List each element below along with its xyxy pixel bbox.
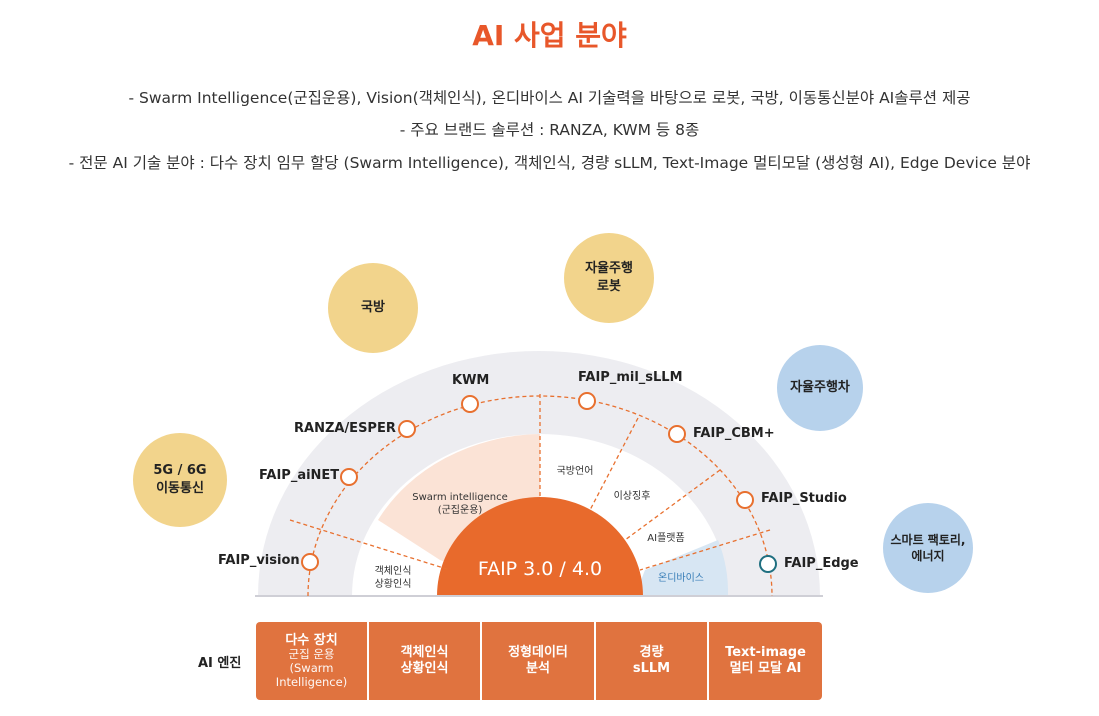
description-line: - 주요 브랜드 솔루션 : RANZA, KWM 등 8종 (399, 121, 700, 139)
node-faip-mil-sllm: FAIP_mil_sLLM (578, 370, 683, 385)
node-faip-vision: FAIP_vision (218, 553, 300, 568)
engine-card: Text-image 멀티 모달 AI (709, 622, 822, 700)
node-marker (301, 553, 319, 571)
description-line: - 전문 AI 기술 분야 : 다수 장치 임무 할당 (Swarm Intel… (68, 154, 1031, 172)
engine-main: 다수 장치 (285, 632, 338, 648)
dotted-connectors (289, 394, 773, 597)
node-faip-cbm: FAIP_CBM+ (693, 426, 775, 441)
engine-label: AI 엔진 (198, 656, 242, 671)
core-label: FAIP 3.0 / 4.0 (477, 558, 603, 580)
domain-robot: 자율주행 로봇 (564, 233, 654, 323)
domain-factory: 스마트 팩토리, 에너지 (883, 503, 973, 593)
domain-car: 자율주행차 (777, 345, 863, 431)
engine-main: Text-image 멀티 모달 AI (725, 645, 806, 676)
description-line: - Swarm Intelligence(군집운용), Vision(객체인식)… (128, 89, 971, 107)
sector-object: 객체인식 상황인식 (374, 566, 412, 590)
domain-defense: 국방 (328, 263, 418, 353)
sector-platform: AI플랫폼 (647, 533, 685, 544)
node-marker (736, 491, 754, 509)
node-marker (578, 392, 596, 410)
engine-card: 정형데이터 분석 (482, 622, 594, 700)
domain-telecom: 5G / 6G 이동통신 (133, 433, 227, 527)
node-marker (340, 468, 358, 486)
core-semicircle (437, 497, 643, 596)
sector-milang: 국방언어 (556, 466, 594, 477)
page-title: AI 사업 분야 (472, 19, 627, 52)
engine-sub: 군집 운용 (Swarm Intelligence) (275, 647, 348, 689)
node-faip-edge: FAIP_Edge (784, 556, 859, 571)
sector-ondevice: 온디바이스 (658, 573, 704, 584)
sector-swarm: Swarm intelligence (군집운용) (412, 492, 508, 516)
sector-anomaly: 이상징후 (613, 491, 651, 502)
node-markers (301, 392, 777, 573)
engine-card: 경량 sLLM (596, 622, 707, 700)
node-kwm: KWM (452, 373, 490, 388)
node-marker (668, 425, 686, 443)
node-marker (398, 420, 416, 438)
node-marker (461, 395, 479, 413)
node-faip-ainet: FAIP_aiNET (259, 468, 340, 483)
engine-main: 경량 sLLM (632, 645, 671, 676)
ondevice-sector (635, 540, 729, 596)
node-marker-edge (759, 555, 777, 573)
engine-main: 정형데이터 분석 (508, 645, 568, 676)
node-ranza-esper: RANZA/ESPER (294, 421, 396, 436)
engine-main: 객체인식 상황인식 (400, 645, 449, 676)
node-faip-studio: FAIP_Studio (761, 491, 847, 506)
engine-card: 객체인식 상황인식 (369, 622, 480, 700)
